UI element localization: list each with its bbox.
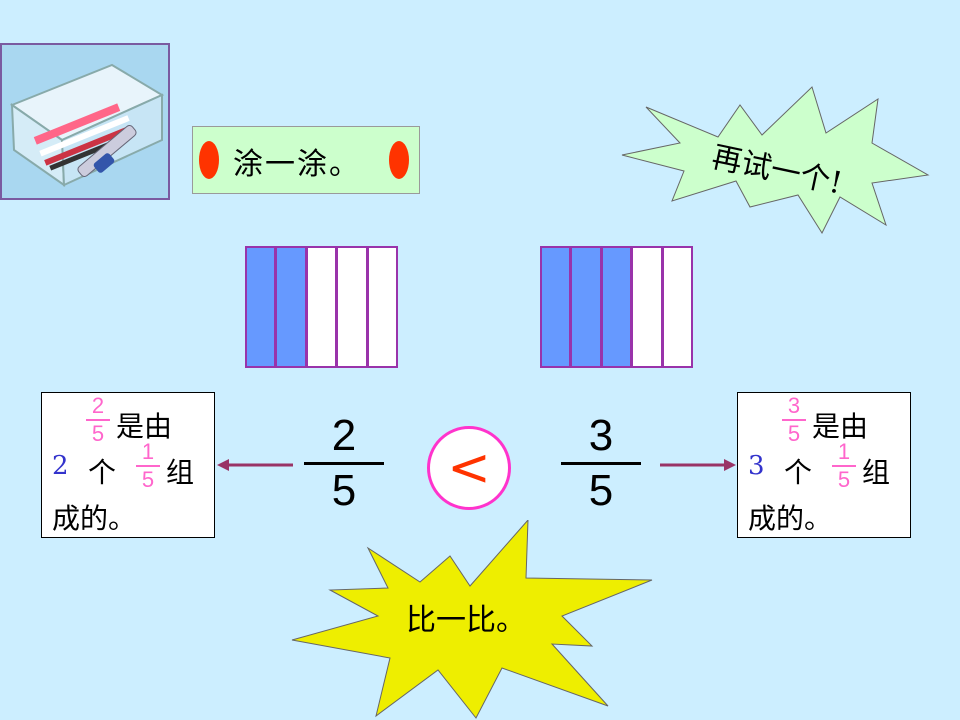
left-oval-decoration	[199, 141, 219, 179]
right-note-unit-num: 1	[838, 439, 850, 464]
left-note-count: 2	[52, 451, 69, 481]
right-oval-decoration	[389, 141, 409, 179]
try-again-burst: 再试一个!	[610, 85, 940, 240]
right-note-zu: 组	[862, 451, 890, 491]
right-note-frac-den: 5	[788, 421, 800, 446]
compare-symbol: <	[427, 426, 511, 510]
left-bar-segment-4	[338, 248, 368, 366]
compare-burst: 比一比。	[290, 520, 660, 720]
left-big-fraction: 2 5	[304, 412, 384, 515]
left-arrow-icon	[215, 455, 295, 475]
right-bar-segment-4	[633, 248, 663, 366]
left-denominator: 5	[304, 467, 384, 515]
right-numerator: 3	[561, 412, 641, 460]
right-note-ge: 个	[784, 451, 812, 491]
right-note-fraction: 3 5	[782, 395, 806, 445]
right-bar-segment-5	[664, 248, 691, 366]
pencil-box-image	[0, 43, 170, 200]
right-note-count: 3	[748, 451, 765, 481]
compare-burst-text: 比一比。	[406, 603, 526, 638]
right-note-line3: 成的。	[748, 497, 832, 537]
right-note-frac-num: 3	[788, 393, 800, 418]
left-note-unit-num: 1	[142, 439, 154, 464]
left-note-frac-den: 5	[92, 421, 104, 446]
left-bar-segment-1	[247, 248, 277, 366]
left-bar-segment-2	[277, 248, 307, 366]
right-note-unit-den: 5	[838, 467, 850, 492]
right-note-box: 3 5 是由 3 个 1 5 组 成的。	[737, 392, 911, 538]
left-bar-segment-3	[308, 248, 338, 366]
right-fraction-bar	[540, 246, 693, 368]
right-denominator: 5	[561, 467, 641, 515]
left-note-ge: 个	[88, 451, 116, 491]
left-note-frac-num: 2	[92, 393, 104, 418]
left-note-zu: 组	[166, 451, 194, 491]
left-note-fraction: 2 5	[86, 395, 110, 445]
right-big-fraction: 3 5	[561, 412, 641, 515]
right-arrow-icon	[658, 455, 738, 475]
right-bar-segment-1	[542, 248, 572, 366]
left-note-box: 2 5 是由 2 个 1 5 组 成的。	[41, 392, 215, 538]
left-note-unit-den: 5	[142, 467, 154, 492]
left-numerator: 2	[304, 412, 384, 460]
right-bar-segment-3	[603, 248, 633, 366]
left-note-line3: 成的。	[52, 497, 136, 537]
left-note-unit-fraction: 1 5	[136, 441, 160, 491]
instruction-label: 涂一涂。	[192, 126, 420, 194]
right-note-unit-fraction: 1 5	[832, 441, 856, 491]
instruction-text: 涂一涂。	[233, 139, 361, 183]
left-fraction-bar	[245, 246, 398, 368]
right-bar-segment-2	[572, 248, 602, 366]
left-bar-segment-5	[369, 248, 396, 366]
